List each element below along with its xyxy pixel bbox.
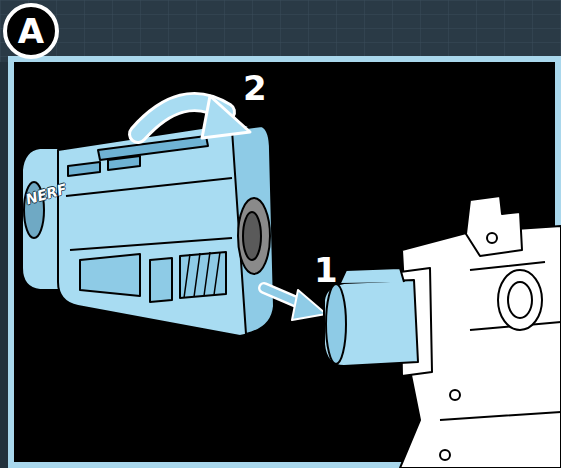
callout-number: 2 — [243, 68, 267, 108]
push-arrow — [264, 288, 326, 320]
panel-badge: A — [3, 3, 59, 59]
badge-letter: A — [18, 14, 44, 48]
rotate-arrow — [138, 96, 250, 138]
blaster-mount — [324, 196, 561, 468]
scope — [22, 124, 274, 336]
header-band — [0, 0, 561, 62]
callout-number: 1 — [314, 250, 338, 290]
